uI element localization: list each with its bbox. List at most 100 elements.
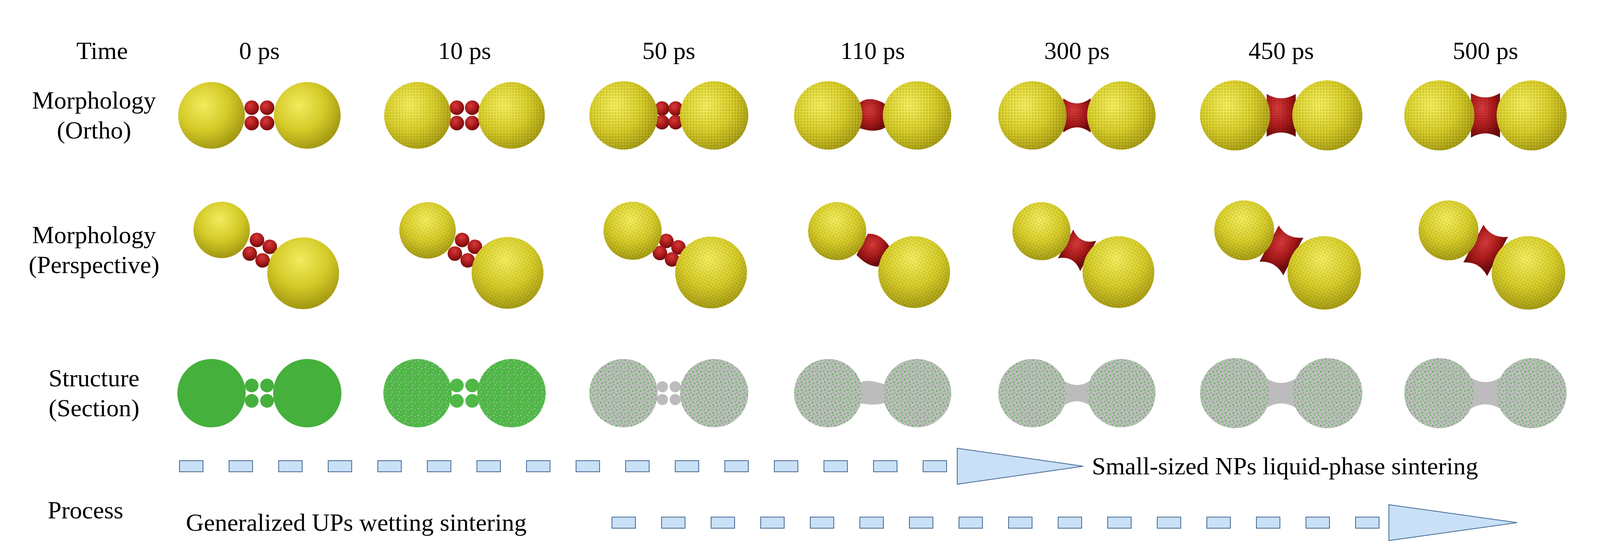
process-label: Generalized UPs wetting sintering (185, 507, 527, 538)
crystal-disk (177, 358, 246, 428)
yellow-sphere (882, 81, 952, 150)
yellow-sphere (273, 82, 341, 149)
process-arrow-wetting (611, 504, 1518, 541)
time-label: 10 ps (438, 35, 492, 66)
sphere-texture (662, 223, 760, 321)
red-particle (449, 100, 465, 115)
section-0ps (177, 358, 342, 428)
yellow-sphere (389, 192, 466, 269)
yellow-sphere (1070, 223, 1168, 321)
red-neck (1266, 94, 1296, 137)
crystal-particle (465, 378, 480, 393)
red-particle (259, 115, 275, 131)
red-particle (244, 100, 259, 115)
yellow-sphere (183, 191, 260, 269)
perspective-50ps (590, 185, 760, 321)
section-450ps (1200, 358, 1363, 429)
mixed-disk (794, 358, 863, 428)
row-label: Morphology (Ortho) (8, 85, 180, 145)
row-label: Structure (Section) (8, 363, 180, 423)
sphere-texture (797, 191, 877, 271)
yellow-sphere (865, 223, 963, 321)
sphere-texture (1404, 80, 1475, 151)
section-500ps (1404, 358, 1567, 429)
mixed-disk (1200, 358, 1271, 429)
time-label: 500 ps (1452, 35, 1518, 66)
neck-texture (1266, 94, 1296, 137)
yellow-sphere (794, 81, 863, 150)
yellow-sphere (797, 191, 877, 271)
crystal-particle (465, 394, 480, 408)
time-label: 0 ps (238, 35, 280, 66)
sphere-texture (589, 81, 658, 150)
amorphous-neck (1470, 377, 1500, 409)
yellow-sphere (1002, 191, 1081, 271)
amorphous-particle (656, 381, 668, 393)
sphere-texture (1478, 223, 1579, 323)
section-300ps (998, 358, 1156, 428)
section-50ps (589, 358, 749, 428)
time-label: 300 ps (1044, 35, 1110, 66)
ortho-500ps (1404, 80, 1567, 151)
amorphous-particle (669, 394, 681, 406)
red-neck (1470, 93, 1500, 138)
crystal-disk (273, 358, 342, 428)
column-header: Time (76, 35, 128, 66)
ortho-0ps (178, 82, 341, 149)
yellow-sphere (593, 191, 672, 271)
row-label: Morphology (Perspective) (8, 220, 180, 280)
ortho-300ps (998, 81, 1156, 150)
neck-texture (859, 99, 886, 131)
yellow-sphere (679, 81, 749, 150)
yellow-sphere (254, 224, 352, 322)
mixed-disk (477, 358, 546, 428)
amorphous-neck (1063, 380, 1091, 406)
dashed-shaft (178, 459, 948, 473)
crystal-particle (450, 394, 464, 408)
crystal-particle (450, 378, 464, 393)
perspective-300ps (999, 185, 1168, 321)
neck-texture (1063, 98, 1091, 133)
mixed-disk (998, 358, 1067, 428)
process-label: Small-sized NPs liquid-phase sintering (1091, 451, 1479, 482)
yellow-sphere (1200, 80, 1271, 151)
sphere-texture (1203, 189, 1285, 271)
arrow-head (957, 448, 1084, 485)
yellow-sphere (1203, 189, 1285, 271)
sphere-texture (384, 82, 451, 149)
perspective-500ps (1404, 183, 1579, 323)
sphere-texture (1087, 81, 1156, 150)
yellow-sphere (1478, 223, 1579, 323)
yellow-sphere (1087, 81, 1156, 150)
red-particle (464, 100, 480, 115)
section-10ps (383, 358, 546, 428)
red-neck (859, 99, 886, 131)
time-label: 450 ps (1248, 35, 1314, 66)
sphere-texture (1292, 80, 1363, 151)
perspective-10ps (385, 185, 556, 322)
amorphous-neck (859, 380, 886, 405)
perspective-450ps (1200, 183, 1374, 323)
sphere-texture (1070, 223, 1168, 321)
yellow-sphere (1274, 223, 1374, 323)
time-label: 50 ps (642, 35, 696, 66)
mixed-disk (589, 358, 658, 428)
yellow-sphere (458, 224, 556, 322)
mixed-disk (1292, 358, 1363, 429)
yellow-sphere (1496, 80, 1567, 151)
yellow-sphere (1404, 80, 1475, 151)
mixed-disk (1496, 358, 1567, 429)
mixed-disk (679, 358, 749, 428)
ortho-10ps (384, 82, 545, 149)
red-particle (449, 115, 465, 131)
sphere-texture (1274, 223, 1374, 323)
time-label: 110 ps (840, 35, 906, 66)
sphere-texture (458, 224, 556, 322)
red-particle (259, 100, 275, 115)
dashed-shaft (611, 516, 1381, 530)
mixed-disk (383, 358, 452, 428)
yellow-sphere (589, 81, 658, 150)
red-particle (464, 115, 480, 131)
sphere-texture (1408, 189, 1489, 271)
